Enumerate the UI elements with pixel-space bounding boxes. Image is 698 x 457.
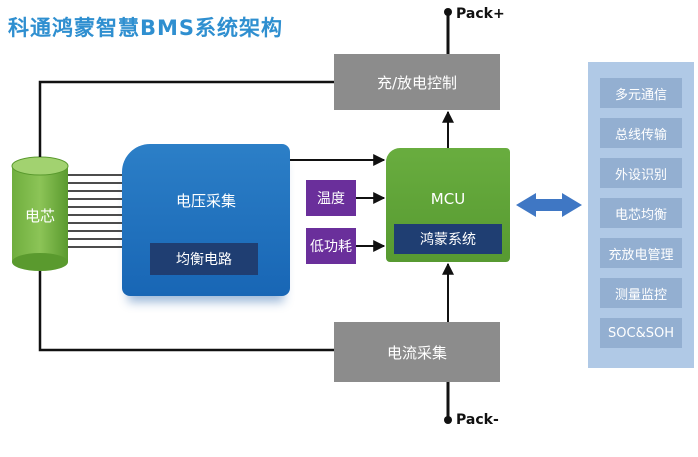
mcu-label: MCU <box>430 190 466 208</box>
bidirectional-arrow-icon <box>516 193 582 217</box>
temperature-block: 温度 <box>306 180 356 216</box>
low-power-block: 低功耗 <box>306 228 356 264</box>
current-collection-block: 电流采集 <box>334 322 500 382</box>
feature-bus-transmission: 总线传输 <box>600 118 682 148</box>
pack-minus-terminal-label: Pack- <box>456 412 499 428</box>
feature-charge-discharge-management: 充放电管理 <box>600 238 682 268</box>
cell-label: 电芯 <box>24 207 55 225</box>
balance-circuit-block: 均衡电路 <box>150 243 258 275</box>
voltage-collection-label: 电压采集 <box>175 192 236 210</box>
battery-cell-icon <box>11 156 69 271</box>
page-title: 科通鸿蒙智慧BMS系统架构 <box>8 16 284 40</box>
feature-measurement-monitoring: 测量监控 <box>600 278 682 308</box>
feature-peripheral-recognition: 外设识别 <box>600 158 682 188</box>
feature-soc-soh: SOC&SOH <box>600 318 682 348</box>
charge-discharge-control-block: 充/放电控制 <box>334 54 500 110</box>
hongmeng-os-block: 鸿蒙系统 <box>394 224 502 254</box>
feature-cell-balancing: 电芯均衡 <box>600 198 682 228</box>
pack-plus-terminal-label: Pack+ <box>456 6 505 22</box>
feature-multi-communication: 多元通信 <box>600 78 682 108</box>
